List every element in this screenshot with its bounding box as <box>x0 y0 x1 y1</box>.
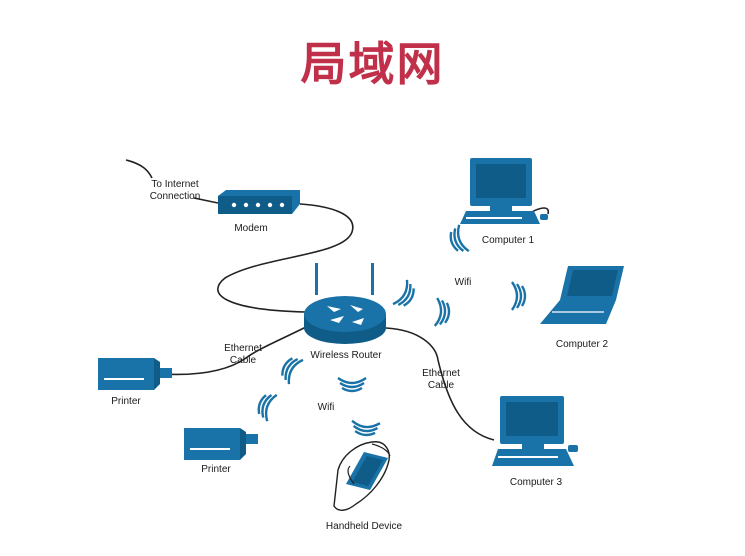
printer-icon <box>98 358 172 390</box>
modem-label: Modem <box>234 223 268 234</box>
computer3-label: Computer 3 <box>509 477 563 488</box>
cables <box>125 159 550 441</box>
ethernet-cable-label: Ethernet Cable <box>224 343 262 366</box>
printer-icon <box>184 428 258 460</box>
modem-router-cable <box>217 203 354 313</box>
laptop-icon <box>540 266 624 324</box>
modem-icon <box>218 190 300 214</box>
wifi-label: Wifi <box>454 277 472 288</box>
internet-to-modem-cable <box>193 197 219 204</box>
wifi-label: Wifi <box>317 402 335 413</box>
printer-label: Printer <box>201 464 231 475</box>
internet-connection-label: To Internet Connection <box>149 179 201 202</box>
internet-cable <box>125 159 153 179</box>
page-title: 局域网 <box>300 37 445 91</box>
computer1-label: Computer 1 <box>481 235 535 246</box>
router-icon <box>304 263 386 344</box>
handheld-device-icon <box>333 441 391 511</box>
desktop-computer-icon <box>460 158 548 224</box>
desktop-computer-icon <box>492 396 578 466</box>
ethernet-cable-label: Ethernet Cable <box>422 368 460 391</box>
router-computer3-cable <box>385 327 495 441</box>
computer2-label: Computer 2 <box>555 339 609 350</box>
handheld-label: Handheld Device <box>325 521 403 532</box>
printer-label: Printer <box>111 396 141 407</box>
router-printer-cable <box>159 325 309 376</box>
router-label: Wireless Router <box>310 350 382 361</box>
